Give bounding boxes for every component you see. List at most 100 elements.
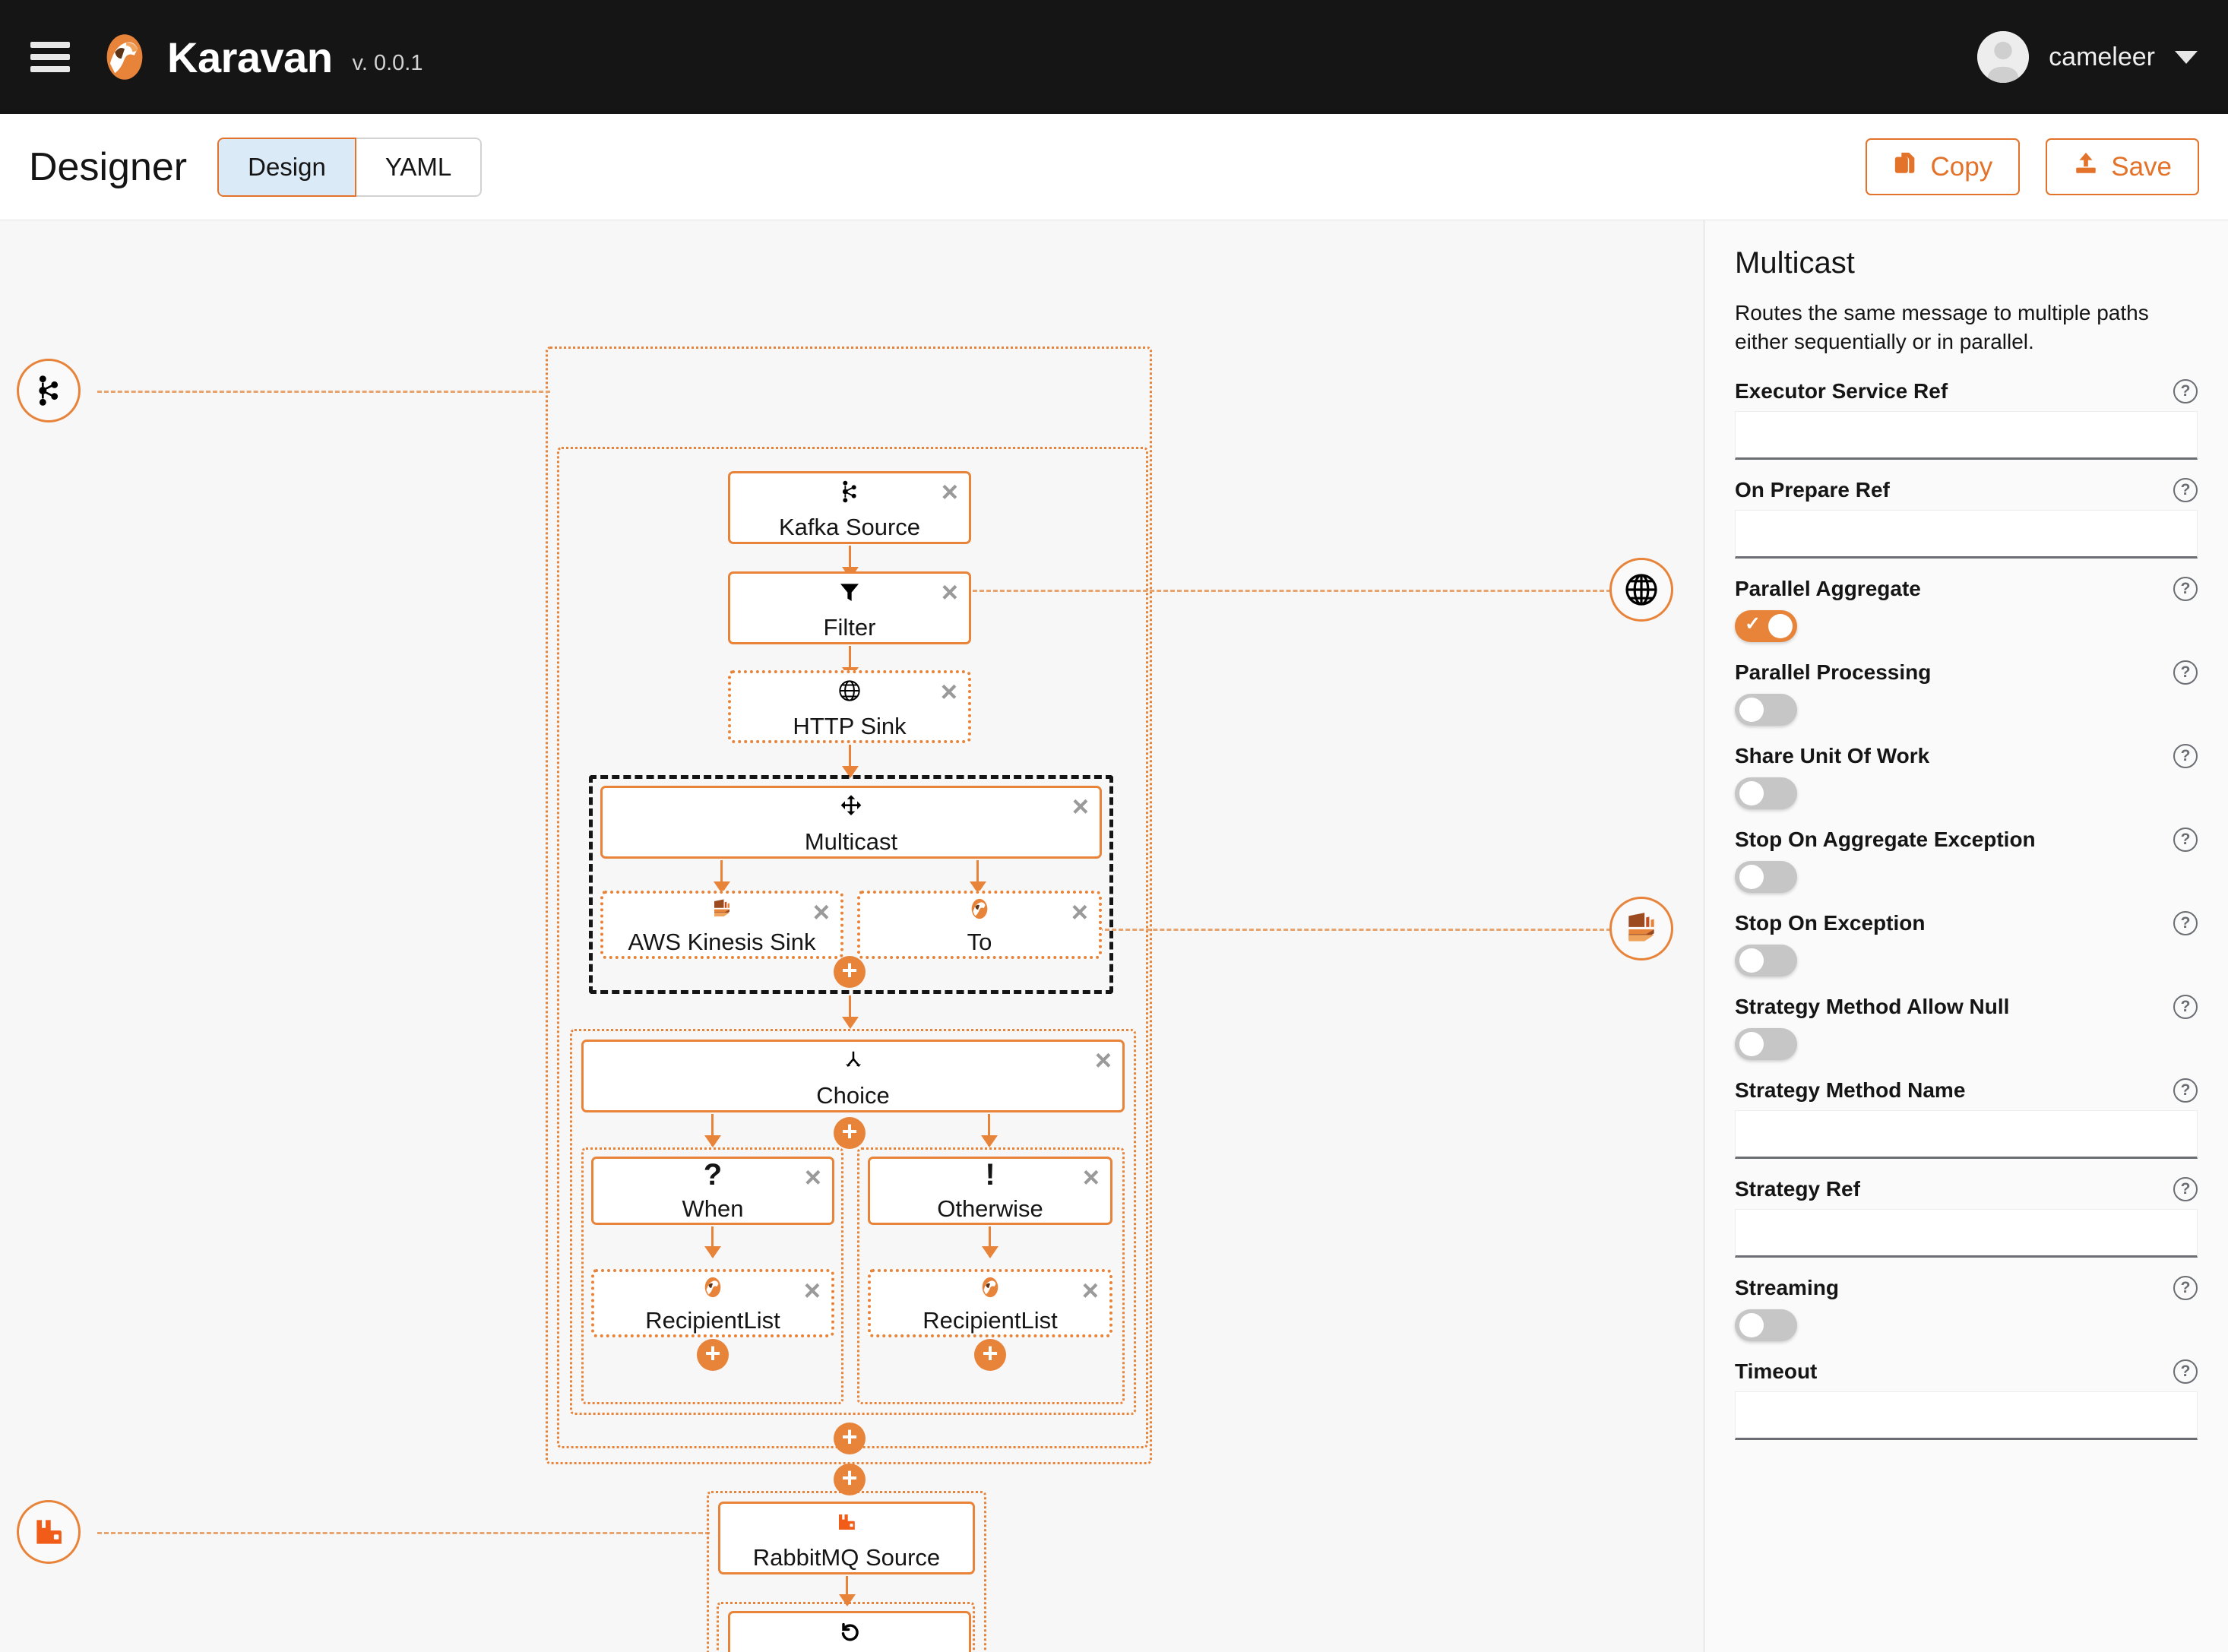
field-header: Strategy Method Name? (1735, 1078, 2198, 1103)
node-rabbitmq-source[interactable]: RabbitMQ Source (718, 1502, 975, 1574)
page-title: Designer (29, 144, 188, 189)
question-circle-icon[interactable]: ? (2173, 1176, 2198, 1201)
hamburger-icon[interactable] (30, 42, 70, 72)
tab-design[interactable]: Design (217, 137, 356, 197)
input-executor-service-ref[interactable] (1735, 410, 2198, 460)
copy-button[interactable]: Copy (1865, 138, 2021, 195)
question-circle-icon[interactable]: ? (2173, 576, 2198, 601)
close-x-icon[interactable]: × (941, 577, 958, 609)
question-circle-icon[interactable]: ? (2173, 1275, 2198, 1300)
node-when[interactable]: × ? When (591, 1157, 834, 1225)
close-x-icon[interactable]: × (940, 676, 957, 708)
flow-canvas[interactable]: × Kafka Source × Filter × (0, 220, 1704, 1652)
close-x-icon[interactable]: × (1071, 897, 1088, 929)
question-circle-icon[interactable]: ? (2173, 994, 2198, 1019)
field-header: On Prepare Ref? (1735, 477, 2198, 502)
close-x-icon[interactable]: × (1081, 1275, 1099, 1307)
close-x-icon[interactable]: × (1082, 1162, 1100, 1194)
switch-share-unit-of-work[interactable] (1735, 777, 1797, 809)
switch-stop-on-aggregate-exception[interactable] (1735, 860, 1797, 893)
question-circle-icon[interactable]: ? (2173, 477, 2198, 502)
field-label: Share Unit Of Work (1735, 743, 1930, 767)
question-circle-icon[interactable]: ? (2173, 1078, 2198, 1103)
node-label: RecipientList (645, 1307, 780, 1334)
rabbitmq-connector-line (97, 1532, 710, 1534)
close-x-icon[interactable]: × (941, 476, 958, 508)
question-circle-icon[interactable]: ? (2173, 660, 2198, 685)
rabbitmq-connector[interactable] (17, 1500, 81, 1564)
question-mark-icon: ? (703, 1158, 723, 1192)
close-x-icon[interactable]: × (1094, 1045, 1112, 1077)
question-circle-icon[interactable]: ? (2173, 1359, 2198, 1384)
switch-parallel-aggregate[interactable] (1735, 609, 1797, 642)
save-button[interactable]: Save (2046, 138, 2199, 195)
field-label: Timeout (1735, 1359, 1818, 1383)
node-recipientlist-otherwise[interactable]: × RecipientList (868, 1269, 1112, 1337)
switch-streaming[interactable] (1735, 1309, 1797, 1341)
field-strategy-method-allow-null: Strategy Method Allow Null? (1735, 994, 2198, 1060)
kafka-connector[interactable] (17, 359, 81, 422)
node-label: Multicast (804, 828, 898, 855)
node-loop[interactable]: Loop (728, 1611, 971, 1652)
node-aws-kinesis-sink[interactable]: × AWS Kinesis Sink (600, 891, 843, 959)
node-choice[interactable]: × Choice (581, 1040, 1125, 1112)
input-timeout[interactable] (1735, 1391, 2198, 1440)
choice-container (570, 1029, 1136, 1415)
node-label: Otherwise (937, 1195, 1043, 1222)
close-x-icon[interactable]: × (1071, 791, 1089, 823)
add-step-button[interactable]: + (697, 1339, 729, 1371)
node-kafka-source[interactable]: × Kafka Source (728, 471, 971, 544)
add-step-button[interactable]: + (834, 1464, 866, 1495)
node-multicast[interactable]: × Multicast (600, 786, 1102, 859)
field-parallel-processing: Parallel Processing? (1735, 660, 2198, 726)
switch-strategy-method-allow-null[interactable] (1735, 1027, 1797, 1060)
node-otherwise[interactable]: × ! Otherwise (868, 1157, 1112, 1225)
user-avatar-icon[interactable] (1977, 31, 2030, 83)
node-label: When (682, 1195, 744, 1222)
node-http-sink[interactable]: × HTTP Sink (728, 670, 971, 743)
field-header: Strategy Method Allow Null? (1735, 994, 2198, 1019)
switch-knob (1739, 1312, 1764, 1337)
globe-icon (837, 673, 862, 708)
designer-toolbar: Designer Design YAML Copy Save (0, 114, 2228, 220)
question-circle-icon[interactable]: ? (2173, 827, 2198, 852)
node-recipientlist-when[interactable]: × RecipientList (591, 1269, 834, 1337)
field-on-prepare-ref: On Prepare Ref? (1735, 477, 2198, 559)
properties-description: Routes the same message to multiple path… (1735, 301, 2149, 353)
copy-button-label: Copy (1930, 151, 1993, 182)
node-label: Choice (816, 1082, 890, 1109)
input-strategy-ref[interactable] (1735, 1208, 2198, 1258)
move-arrows-icon (839, 789, 863, 824)
add-step-button[interactable]: + (974, 1339, 1006, 1371)
chevron-down-icon[interactable] (2175, 50, 2198, 64)
input-on-prepare-ref[interactable] (1735, 509, 2198, 559)
exclamation-mark-icon: ! (985, 1158, 995, 1192)
field-share-unit-of-work: Share Unit Of Work? (1735, 743, 2198, 809)
question-circle-icon[interactable]: ? (2173, 378, 2198, 404)
kafka-connector-line (97, 391, 550, 393)
input-strategy-method-name[interactable] (1735, 1109, 2198, 1159)
add-step-button[interactable]: + (834, 1423, 866, 1454)
flow-arrow (711, 1226, 714, 1257)
camel-icon (979, 1272, 1002, 1302)
question-circle-icon[interactable]: ? (2173, 743, 2198, 768)
add-branch-button[interactable]: + (834, 1117, 866, 1149)
switch-parallel-processing[interactable] (1735, 693, 1797, 726)
node-to[interactable]: × To (857, 891, 1102, 959)
aws-kinesis-connector[interactable] (1609, 897, 1673, 961)
close-x-icon[interactable]: × (803, 1275, 821, 1307)
node-label: Filter (823, 614, 876, 641)
close-x-icon[interactable]: × (804, 1162, 821, 1194)
field-label: Strategy Method Name (1735, 1078, 1966, 1102)
toolbar-actions: Copy Save (1865, 138, 2199, 195)
http-connector[interactable] (1609, 558, 1673, 622)
question-circle-icon[interactable]: ? (2173, 910, 2198, 935)
close-x-icon[interactable]: × (812, 897, 830, 929)
copy-icon (1893, 150, 1919, 183)
switch-stop-on-exception[interactable] (1735, 944, 1797, 976)
field-label: Parallel Aggregate (1735, 576, 1921, 600)
add-step-button[interactable]: + (834, 956, 866, 988)
field-header: Timeout? (1735, 1359, 2198, 1384)
node-filter[interactable]: × Filter (728, 571, 971, 644)
tab-yaml[interactable]: YAML (356, 137, 483, 197)
